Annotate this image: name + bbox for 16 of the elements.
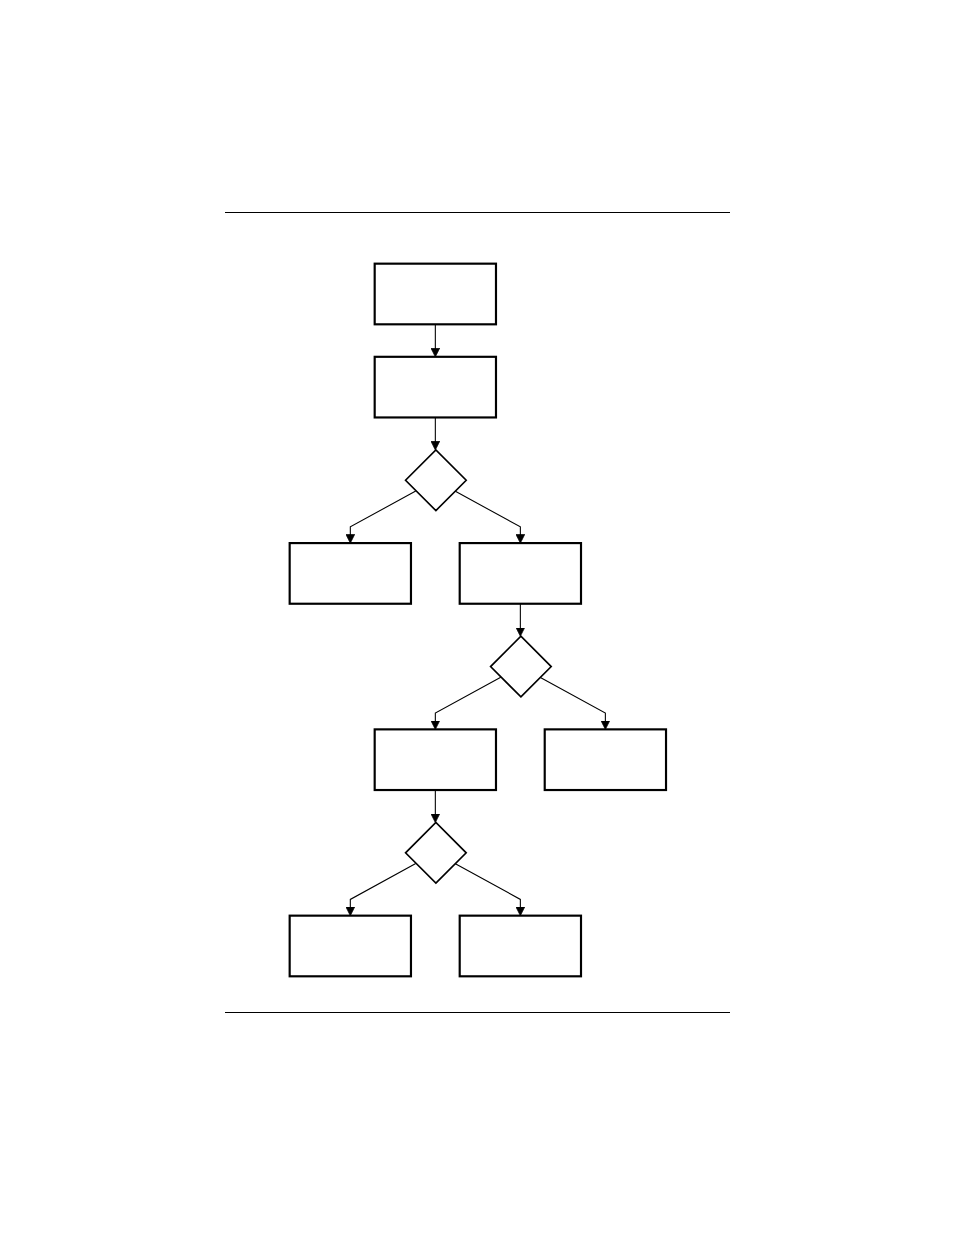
arrow [430, 676, 501, 730]
arrow [539, 676, 610, 730]
process-box [458, 914, 582, 978]
decision-diamond [404, 448, 467, 512]
process-box [288, 542, 412, 605]
process-box [373, 728, 497, 792]
arrow [345, 490, 416, 544]
process-box [373, 262, 497, 326]
process-box [543, 728, 667, 792]
arrow [515, 603, 525, 637]
process-box [458, 542, 582, 605]
process-box [288, 914, 412, 978]
decision-diamond [489, 635, 553, 699]
process-box [373, 355, 497, 419]
arrow [454, 490, 525, 544]
decision-diamond [404, 821, 467, 885]
